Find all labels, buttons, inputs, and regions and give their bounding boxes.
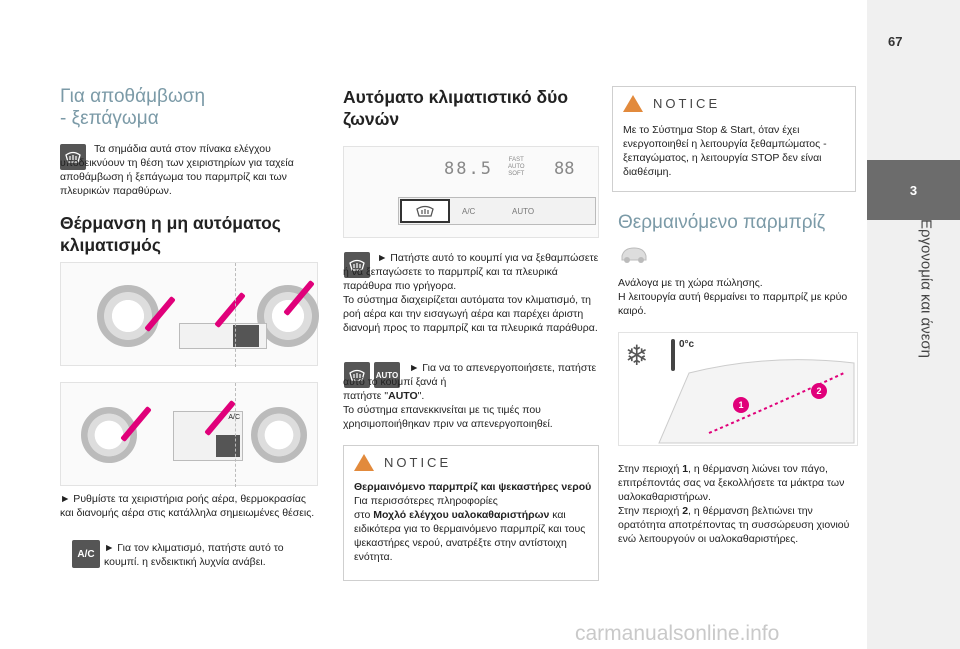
ac-button-label[interactable]: A/C — [462, 207, 476, 216]
thermometer-icon — [671, 339, 675, 371]
chapter-title: Εργονομία και άνεση — [917, 219, 935, 358]
zone-2-pre: Στην περιοχή — [618, 505, 683, 517]
deactivate-instruction: ► Για να το απενεργοποιήσετε, πατήστε αυ… — [343, 362, 597, 388]
divider-line — [235, 263, 236, 367]
heading-manual-ac-line-1: Θέρμανση η μη αυτόματος — [60, 213, 281, 233]
notice-line-2-bold: Μοχλό ελέγχου υαλοκαθαριστήρων — [373, 509, 550, 521]
section-title-line-1: Για αποθάμβωση — [60, 86, 206, 107]
demist-intro-text: Τα σημάδια αυτά στον πίνακα ελέγχου υποδ… — [60, 143, 294, 197]
notice-line-2-pre: στο — [354, 509, 374, 521]
notice-line-2-post: και — [549, 509, 566, 521]
fan-mode-soft: SOFT — [508, 171, 525, 177]
fan-mode-fast: FAST — [508, 157, 524, 163]
notice-box-heated-windscreen: NOTICE Θερμαινόμενο παρμπρίζ και ψεκαστή… — [343, 445, 599, 581]
heading-manual-ac-line-2: κλιματισμός — [60, 235, 161, 255]
temperature-knob — [257, 285, 319, 347]
section-title-demist: Για αποθάμβωση - ξεπάγωμα — [60, 86, 320, 130]
notice-body: Θερμαινόμενο παρμπρίζ και ψεκαστήρες νερ… — [354, 480, 594, 564]
deactivate-auto-line: πατήστε "AUTO". — [343, 389, 599, 403]
fan-mode-display: FAST AUTO SOFT — [508, 157, 525, 178]
zone-2-post: , η θέρμανση βελτιώνει την ορατότητα απο… — [618, 505, 850, 545]
notice-bold-title: Θερμαινόμενο παρμπρίζ και ψεκαστήρες νερ… — [354, 481, 592, 493]
snowflake-icon: ❄ — [625, 340, 649, 371]
zone-1-text: Στην περιοχή 1, η θέρμανση λιώνει τον πά… — [618, 462, 858, 504]
notice-stop-start-text: Με το Σύστημα Stop & Start, όταν έχει εν… — [623, 124, 827, 178]
divider-line-2 — [235, 383, 236, 487]
ac-instruction: ► Για τον κλιματισμό, πατήστε αυτό το κο… — [104, 542, 284, 568]
heated-windscreen-title: Θερμαινόμενο παρμπρίζ — [618, 212, 826, 233]
windscreen-demist-button[interactable] — [400, 199, 450, 223]
deactivate-post: ". — [417, 390, 425, 402]
country-dependent-icon — [620, 244, 648, 266]
heading-dual-zone-line-2: ζωνών — [343, 109, 400, 129]
notice-line-3: ειδικότερα για το θερμαινόμενο παρμπρίζ … — [354, 523, 586, 563]
ac-button-icon: A/C — [72, 540, 100, 568]
notice-title-2: NOTICE — [653, 96, 721, 111]
zone-2-text: Στην περιοχή 2, η θέρμανση βελτιώνει την… — [618, 504, 858, 546]
chapter-tab[interactable]: 3 — [867, 160, 960, 220]
windscreen-demist-icon-3 — [344, 362, 370, 388]
windscreen-diagram — [658, 359, 855, 444]
deactivate-auto-bold: AUTO — [388, 390, 418, 402]
notice-line-2: στο Μοχλό ελέγχου υαλοκαθαριστήρων και — [354, 508, 594, 522]
fan-mode-auto: AUTO — [508, 164, 525, 170]
page-number: 67 — [888, 34, 903, 49]
notice-line-1: Για περισσότερες πληροφορίες — [354, 495, 498, 507]
notice-title: NOTICE — [384, 455, 452, 470]
dual-zone-demist-instruction: ► Πατήστε αυτό το κουμπί για να ξεθαμπώσ… — [343, 252, 599, 292]
manual-controls-figure-2: A/C — [60, 382, 318, 487]
dual-zone-system-text: Το σύστημα διαχειρίζεται αυτόματα τον κλ… — [343, 294, 598, 334]
heated-windscreen-figure: ❄ 0°c 1 2 — [618, 332, 858, 446]
temperature-knob-2 — [251, 407, 307, 463]
temperature-label: 0°c — [679, 339, 695, 350]
dual-zone-panel-figure: 88.5 FAST AUTO SOFT 88 A/C AUTO — [343, 146, 599, 238]
warning-triangle-icon-2 — [623, 95, 643, 112]
temperature-display-right: 88 — [554, 159, 575, 179]
windscreen-demist-icon-2 — [344, 252, 370, 278]
section-title-line-2: - ξεπάγωμα — [60, 108, 159, 129]
fan-knob — [97, 285, 159, 347]
restart-text: Το σύστημα επανεκκινείται με τις τιμές π… — [343, 404, 553, 430]
warning-triangle-icon — [354, 454, 374, 471]
zone-2-bold: 2 — [682, 505, 689, 517]
zone-1-post: , η θέρμανση λιώνει τον πάγο, επιτρέποντ… — [618, 463, 845, 503]
demist-button-2[interactable] — [216, 435, 240, 457]
zone-1-pre: Στην περιοχή — [618, 463, 683, 475]
windscreen-demist-icon — [60, 144, 86, 170]
demist-icon — [416, 205, 434, 217]
auto-button-label[interactable]: AUTO — [512, 207, 535, 216]
zone-2-badge: 2 — [811, 383, 827, 399]
demist-button[interactable] — [233, 325, 259, 347]
heated-windscreen-intro: Ανάλογα με τη χώρα πώλησης. Η λειτουργία… — [618, 277, 848, 317]
chapter-sidebar — [867, 0, 960, 649]
watermark: carmanualsonline.info — [575, 622, 780, 645]
heading-manual-ac: Θέρμανση η μη αυτόματος κλιματισμός — [60, 212, 320, 256]
notice-box-stop-start: NOTICE Με το Σύστημα Stop & Start, όταν … — [612, 86, 856, 192]
heading-dual-zone-line-1: Αυτόματο κλιματιστικό δύο — [343, 87, 569, 107]
manual-ac-instruction: ► Ρυθμίστε τα χειριστήρια ροής αέρα, θερ… — [60, 493, 315, 519]
zone-1-bold: 1 — [682, 463, 689, 475]
deactivate-pre: πατήστε " — [343, 390, 389, 402]
temperature-display: 88.5 — [444, 159, 493, 179]
manual-controls-figure-1 — [60, 262, 319, 367]
heading-dual-zone-ac: Αυτόματο κλιματιστικό δύο ζωνών — [343, 86, 599, 130]
zone-1-badge: 1 — [733, 397, 749, 413]
auto-button-icon: AUTO — [374, 362, 400, 388]
